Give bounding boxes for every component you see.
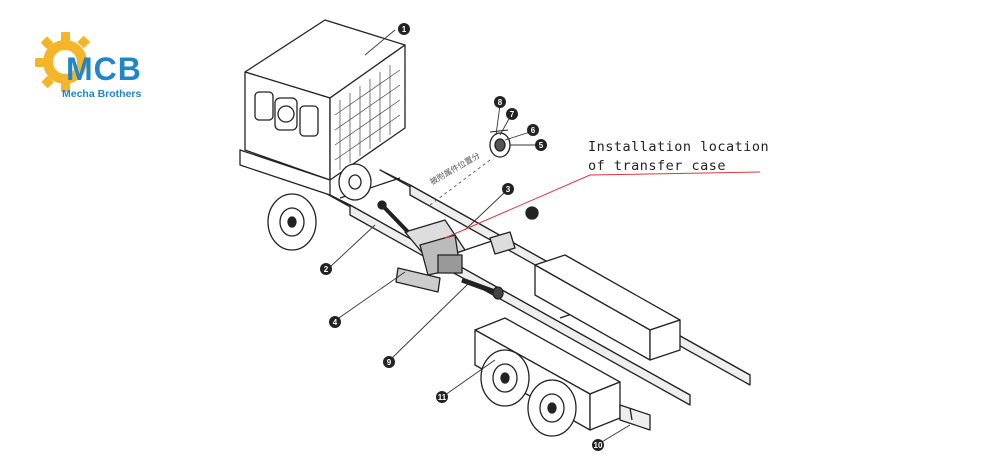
front-wheel [267,193,317,251]
svg-text:10: 10 [594,441,603,450]
part-number-9: 9 [383,356,395,368]
part-number-10: 10 [592,439,604,451]
shifter-components [489,129,511,158]
front-drive-shaft [377,200,410,234]
callout-line-2: of transfer case [588,158,727,174]
part-number-7: 7 [506,108,518,120]
rear-drive-shaft [461,277,504,300]
svg-text:3: 3 [506,185,511,194]
svg-text:4: 4 [333,318,338,327]
rear-bracket [619,404,651,431]
installation-callout: Installation location of transfer case [588,138,769,176]
logo-tagline: Mecha Brothers [62,88,142,100]
connector-block [489,231,516,255]
part-number-4: 4 [329,316,341,328]
transfer-case [404,219,466,276]
rear-wheel-2 [527,379,577,437]
svg-text:8: 8 [498,98,503,107]
part-number-8: 8 [494,96,506,108]
logo-brand-text: MCB [66,51,142,87]
svg-text:11: 11 [438,393,447,402]
callout-leader-line [444,171,761,239]
part-number-3: 3 [502,183,514,195]
front-wheel-rear-side [338,163,372,201]
svg-text:9: 9 [387,358,392,367]
chinese-label: 被附属件位置分 [428,150,481,187]
svg-text:6: 6 [531,126,536,135]
part-number-11: 11 [436,391,448,403]
rear-wheel-1 [480,349,530,407]
rear-box-upper [534,254,681,361]
part-number-6: 6 [527,124,539,136]
svg-text:7: 7 [510,110,515,119]
callout-line-1: Installation location [588,139,770,155]
shift-knob [525,206,539,220]
part-number-2: 2 [320,263,332,275]
svg-text:2: 2 [324,265,329,274]
truck-cab [239,19,406,196]
gear-icon [35,32,90,92]
mcb-logo: MCB Mecha Brothers [33,26,163,106]
svg-text:5: 5 [539,141,544,150]
part-number-5: 5 [535,139,547,151]
svg-text:1: 1 [402,25,407,34]
part-number-1: 1 [398,23,410,35]
